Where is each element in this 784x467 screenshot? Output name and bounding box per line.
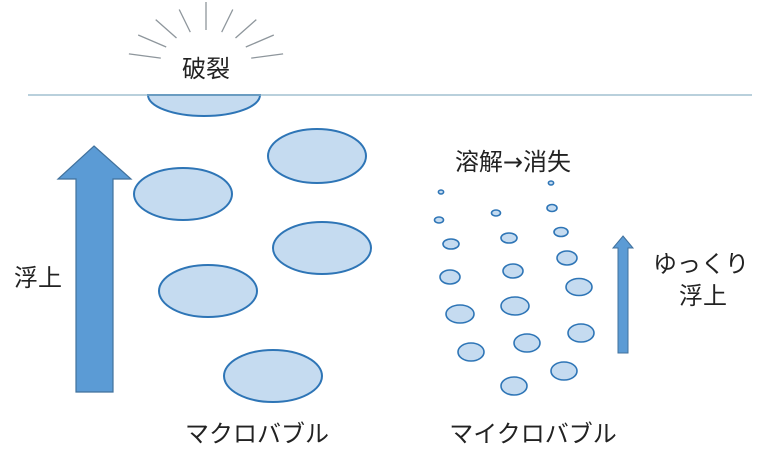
burst-ray — [178, 9, 191, 33]
slow-rise-label-line1: ゆっくり — [653, 250, 749, 278]
micro-bubble — [490, 209, 502, 217]
micro-bubble — [553, 226, 569, 238]
micro-bubble-label: マイクロバブル — [449, 420, 617, 448]
micro-bubble — [565, 277, 593, 297]
macro-bubble-label: マクロバブル — [185, 420, 329, 448]
micro-bubble — [500, 376, 528, 396]
macro-bubble — [158, 264, 258, 318]
micro-bubble — [457, 342, 485, 362]
micro-bubble — [433, 216, 445, 224]
macro-bubbles — [133, 128, 372, 403]
micro-bubble — [513, 333, 541, 353]
slow-rise-label-line2: 浮上 — [679, 282, 727, 310]
burst-ray — [155, 19, 177, 39]
micro-bubble — [437, 189, 445, 195]
micro-bubble — [439, 269, 461, 285]
micro-bubble — [567, 323, 595, 343]
rise-label: 浮上 — [14, 264, 62, 292]
micro-bubble — [442, 238, 460, 250]
micro-bubble — [502, 263, 524, 279]
macro-bubble — [133, 167, 233, 221]
micro-bubble — [445, 304, 475, 324]
rise-arrow-large — [56, 145, 133, 393]
micro-bubble — [500, 296, 530, 316]
burst-ray — [128, 53, 161, 59]
macro-bubble — [272, 221, 372, 275]
burst-ray — [137, 34, 167, 48]
burst-ray — [235, 19, 257, 39]
bursting-bubble — [146, 94, 262, 117]
micro-bubble — [547, 180, 555, 186]
micro-bubble — [546, 203, 558, 213]
burst-ray — [245, 34, 275, 48]
micro-bubble — [500, 232, 518, 244]
rise-arrow-small — [611, 235, 635, 354]
macro-bubble — [267, 128, 367, 184]
micro-bubbles — [433, 180, 595, 396]
burst-label: 破裂 — [182, 55, 230, 83]
burst-rays — [128, 2, 284, 59]
macro-bubble — [223, 349, 323, 403]
burst-ray — [221, 9, 234, 33]
burst-ray — [251, 53, 284, 59]
micro-bubble — [550, 361, 578, 381]
micro-bubble — [556, 250, 578, 266]
dissolve-label: 溶解→消失 — [455, 148, 571, 176]
